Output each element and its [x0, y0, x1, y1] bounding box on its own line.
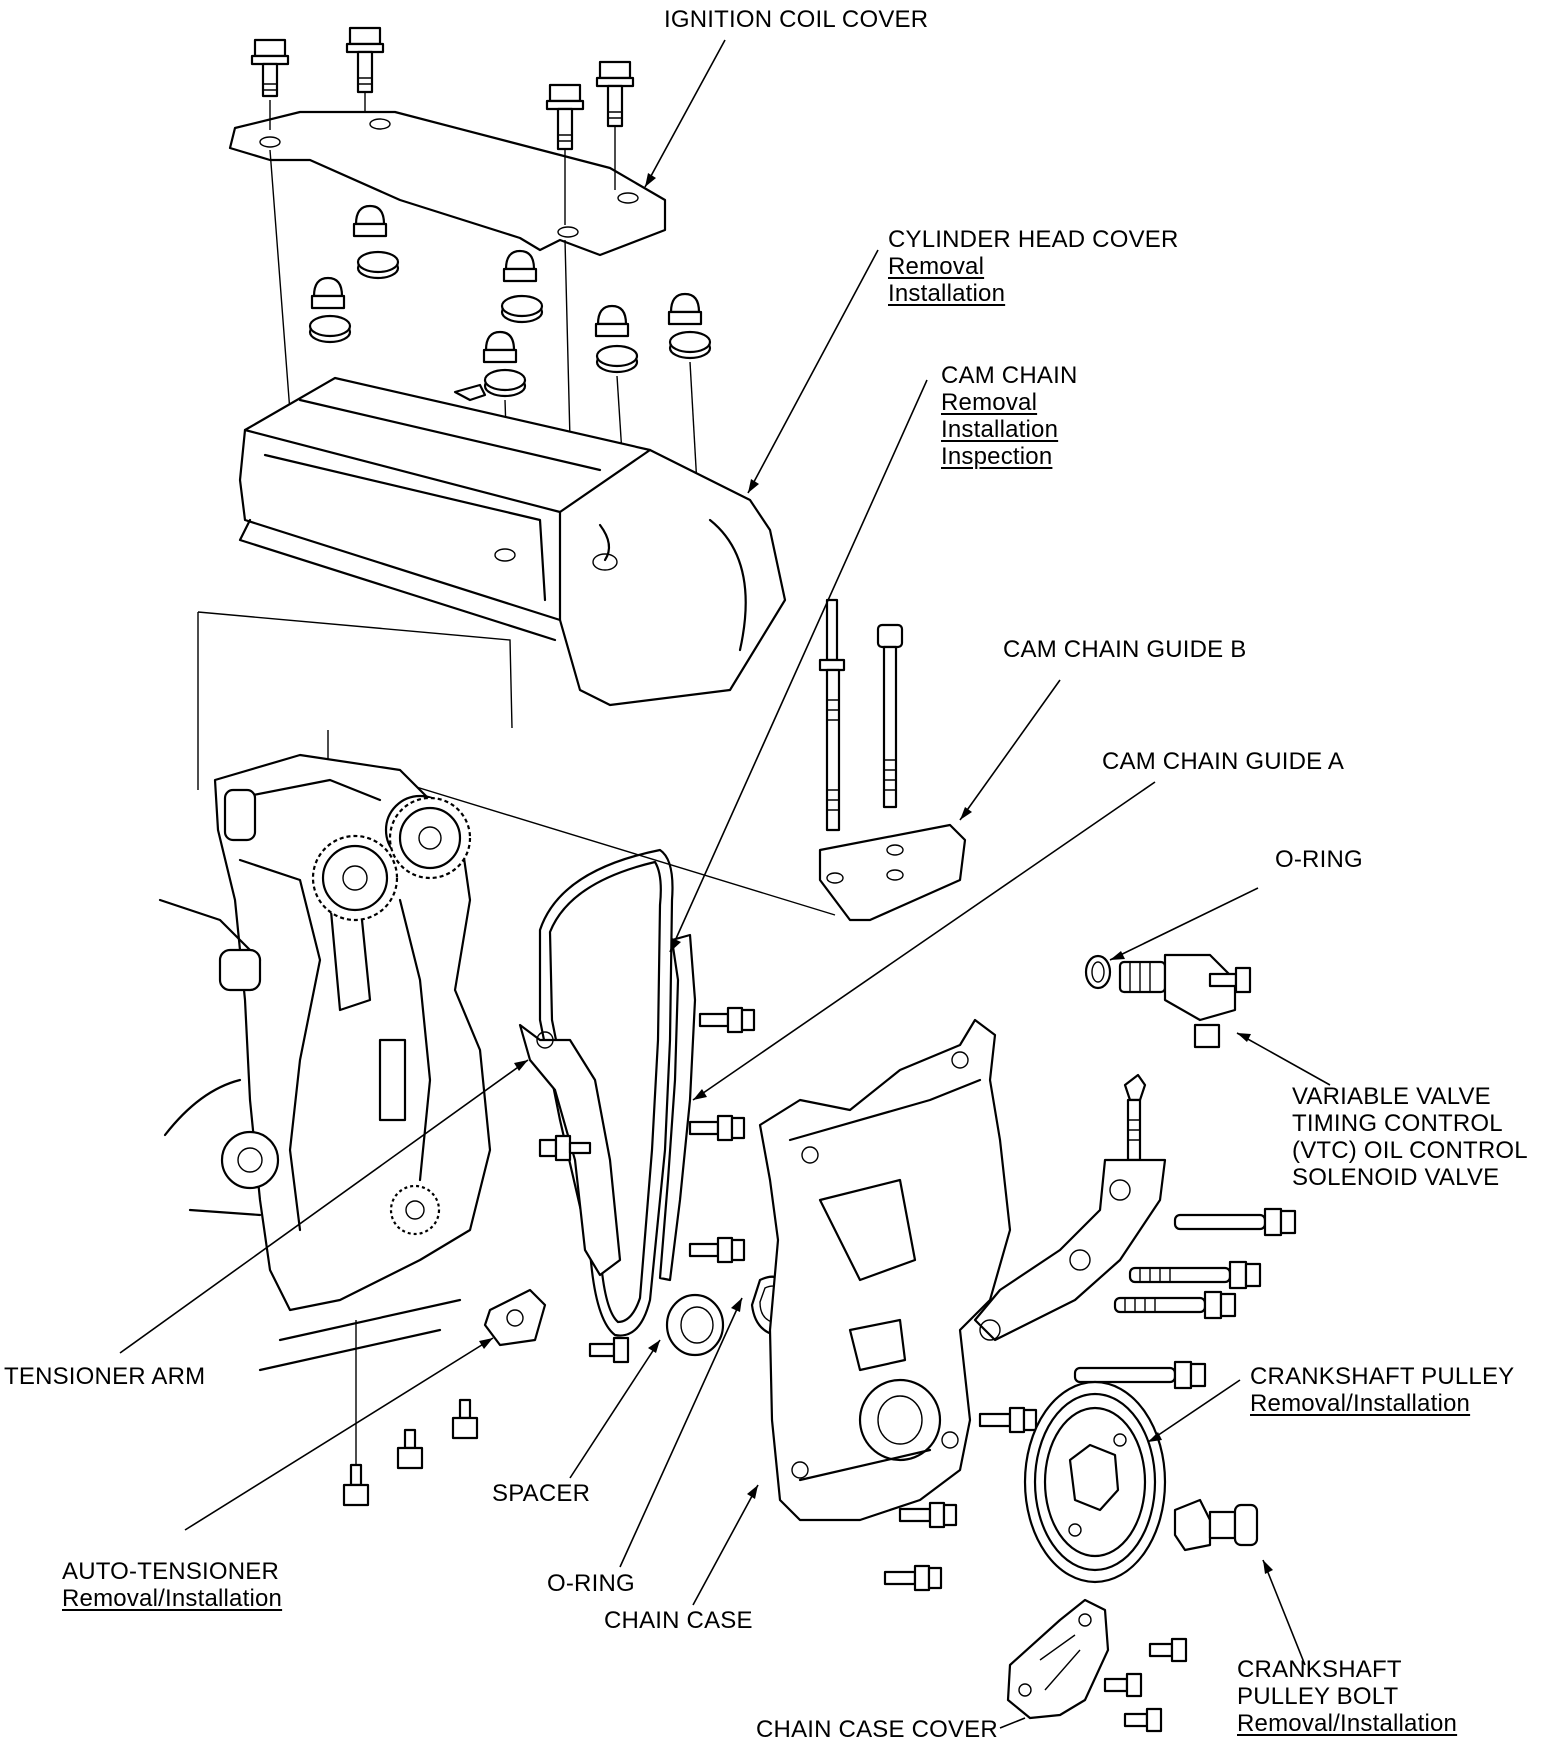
o-ring-bottom-label: O-RING	[547, 1570, 635, 1597]
mount-bracket	[973, 1073, 1167, 1342]
cylinder-head-cover-label: CYLINDER HEAD COVER Removal Installation	[888, 226, 1179, 307]
cam-chain-title: CAM CHAIN	[941, 362, 1078, 389]
coil-cover-bolts	[250, 26, 635, 151]
crankshaft-pulley-label: CRANKSHAFT PULLEY Removal/Installation	[1250, 1363, 1514, 1417]
cam-chain-guide-b-label: CAM CHAIN GUIDE B	[1003, 636, 1247, 663]
cam-chain-guide-b-part	[818, 598, 967, 922]
crankshaft-pulley-removal-installation-link[interactable]: Removal/Installation	[1250, 1390, 1471, 1417]
ignition-coil-cover-plate	[228, 110, 667, 257]
crankshaft-pulley-part	[1023, 1380, 1167, 1584]
spacer-part	[665, 1293, 725, 1357]
vtc-valve-label: VARIABLE VALVE TIMING CONTROL (VTC) OIL …	[1292, 1083, 1528, 1191]
vtc-line-4: SOLENOID VALVE	[1292, 1164, 1500, 1191]
chain-case-label: CHAIN CASE	[604, 1607, 753, 1634]
cam-chain-guide-a-label: CAM CHAIN GUIDE A	[1102, 748, 1345, 775]
auto-tensioner-label: AUTO-TENSIONER Removal/Installation	[62, 1558, 282, 1612]
cylinder-head-cover-removal-link[interactable]: Removal	[888, 253, 985, 280]
long-bolts-right	[883, 1207, 1297, 1592]
crankshaft-pulley-bolt-part	[1173, 1498, 1259, 1552]
chain-case-cover-label: CHAIN CASE COVER	[756, 1716, 998, 1743]
auto-tensioner-part	[483, 1288, 630, 1364]
auto-tensioner-title: AUTO-TENSIONER	[62, 1558, 280, 1585]
cam-chain-inspection-link[interactable]: Inspection	[941, 443, 1053, 470]
vtc-o-ring	[1084, 954, 1112, 990]
ignition-coil-cover-label: IGNITION COIL COVER	[664, 6, 929, 33]
lower-bolts	[342, 1320, 479, 1507]
cam-chain-removal-link[interactable]: Removal	[941, 389, 1038, 416]
o-ring-top-label: O-RING	[1275, 846, 1363, 873]
crankshaft-pulley-title: CRANKSHAFT PULLEY	[1250, 1363, 1515, 1390]
tensioner-arm-label: TENSIONER ARM	[4, 1363, 206, 1390]
vtc-line-3: (VTC) OIL CONTROL	[1292, 1137, 1528, 1164]
tensioner-arm	[518, 1023, 622, 1277]
chain-case-cover-part	[1006, 1598, 1188, 1733]
cam-chain-guide-a-part	[658, 933, 697, 1282]
cam-chain-installation-link[interactable]: Installation	[941, 416, 1059, 443]
crankshaft-pulley-bolt-removal-installation-link[interactable]: Removal/Installation	[1237, 1710, 1458, 1737]
crankshaft-pulley-bolt-label: CRANKSHAFT PULLEY BOLT Removal/Installat…	[1237, 1656, 1457, 1737]
crankshaft-pulley-bolt-line-2: PULLEY BOLT	[1237, 1683, 1399, 1710]
cylinder-head-cover-installation-link[interactable]: Installation	[888, 280, 1006, 307]
cylinder-head-cover	[238, 376, 787, 707]
vtc-line-1: VARIABLE VALVE	[1292, 1083, 1491, 1110]
cam-chain-label: CAM CHAIN Removal Installation Inspectio…	[941, 362, 1077, 470]
vtc-solenoid-valve	[1118, 953, 1252, 1049]
auto-tensioner-removal-installation-link[interactable]: Removal/Installation	[62, 1585, 283, 1612]
vtc-line-2: TIMING CONTROL	[1292, 1110, 1503, 1137]
leader-lines	[119, 39, 1331, 1729]
cap-nuts-grommets	[308, 204, 712, 398]
guide-bolts	[538, 1006, 756, 1264]
camshaft-sprockets	[311, 796, 472, 1236]
spacer-label: SPACER	[492, 1480, 591, 1507]
chain-case-part	[758, 1018, 1012, 1522]
crankshaft-pulley-bolt-line-1: CRANKSHAFT	[1237, 1656, 1402, 1683]
cylinder-head-cover-title: CYLINDER HEAD COVER	[888, 226, 1179, 253]
cam-chain	[538, 848, 674, 1337]
